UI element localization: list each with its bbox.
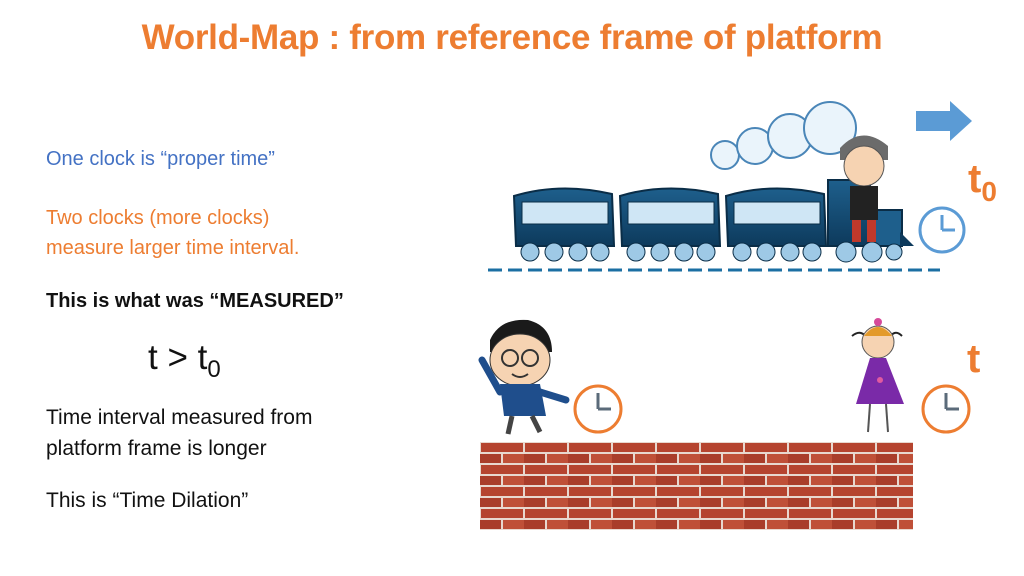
clock-icon (921, 384, 971, 434)
boy-on-train-illustration (840, 135, 888, 242)
two-clocks-note: Two clocks (more clocks) measure larger … (46, 203, 299, 263)
girl-illustration (851, 318, 904, 433)
two-clocks-note-line2: measure larger time interval. (46, 237, 300, 259)
platform-note-line2: platform frame is longer (46, 437, 267, 460)
train-car (618, 187, 722, 262)
page-title: World-Map : from reference frame of plat… (141, 18, 883, 57)
train-clock-label-base: t (968, 157, 982, 201)
girl-clock-label: t (967, 337, 981, 381)
inequality-subscript: 0 (207, 356, 221, 383)
measured-note: This is what was “MEASURED” (46, 290, 344, 312)
inequality-base: t > t (148, 338, 208, 377)
inequality: t > t0 (148, 338, 221, 384)
clock-icon (573, 384, 623, 434)
proper-time-note: One clock is “proper time” (46, 148, 275, 170)
train-car (724, 187, 828, 262)
time-dilation-note: This is “Time Dilation” (46, 489, 249, 512)
platform-note: Time interval measured from platform fra… (46, 402, 312, 464)
brick-wall (480, 442, 913, 530)
platform-note-line1: Time interval measured from (46, 406, 313, 429)
train-car (512, 187, 616, 262)
clock-icon (918, 206, 966, 254)
train-clock-label-subscript: 0 (981, 176, 997, 207)
boy-illustration (478, 319, 570, 435)
right-arrow-icon (916, 101, 972, 141)
train-clock-label: t0 (968, 157, 997, 208)
steam-cloud (710, 101, 857, 170)
two-clocks-note-line1: Two clocks (more clocks) (46, 207, 270, 229)
